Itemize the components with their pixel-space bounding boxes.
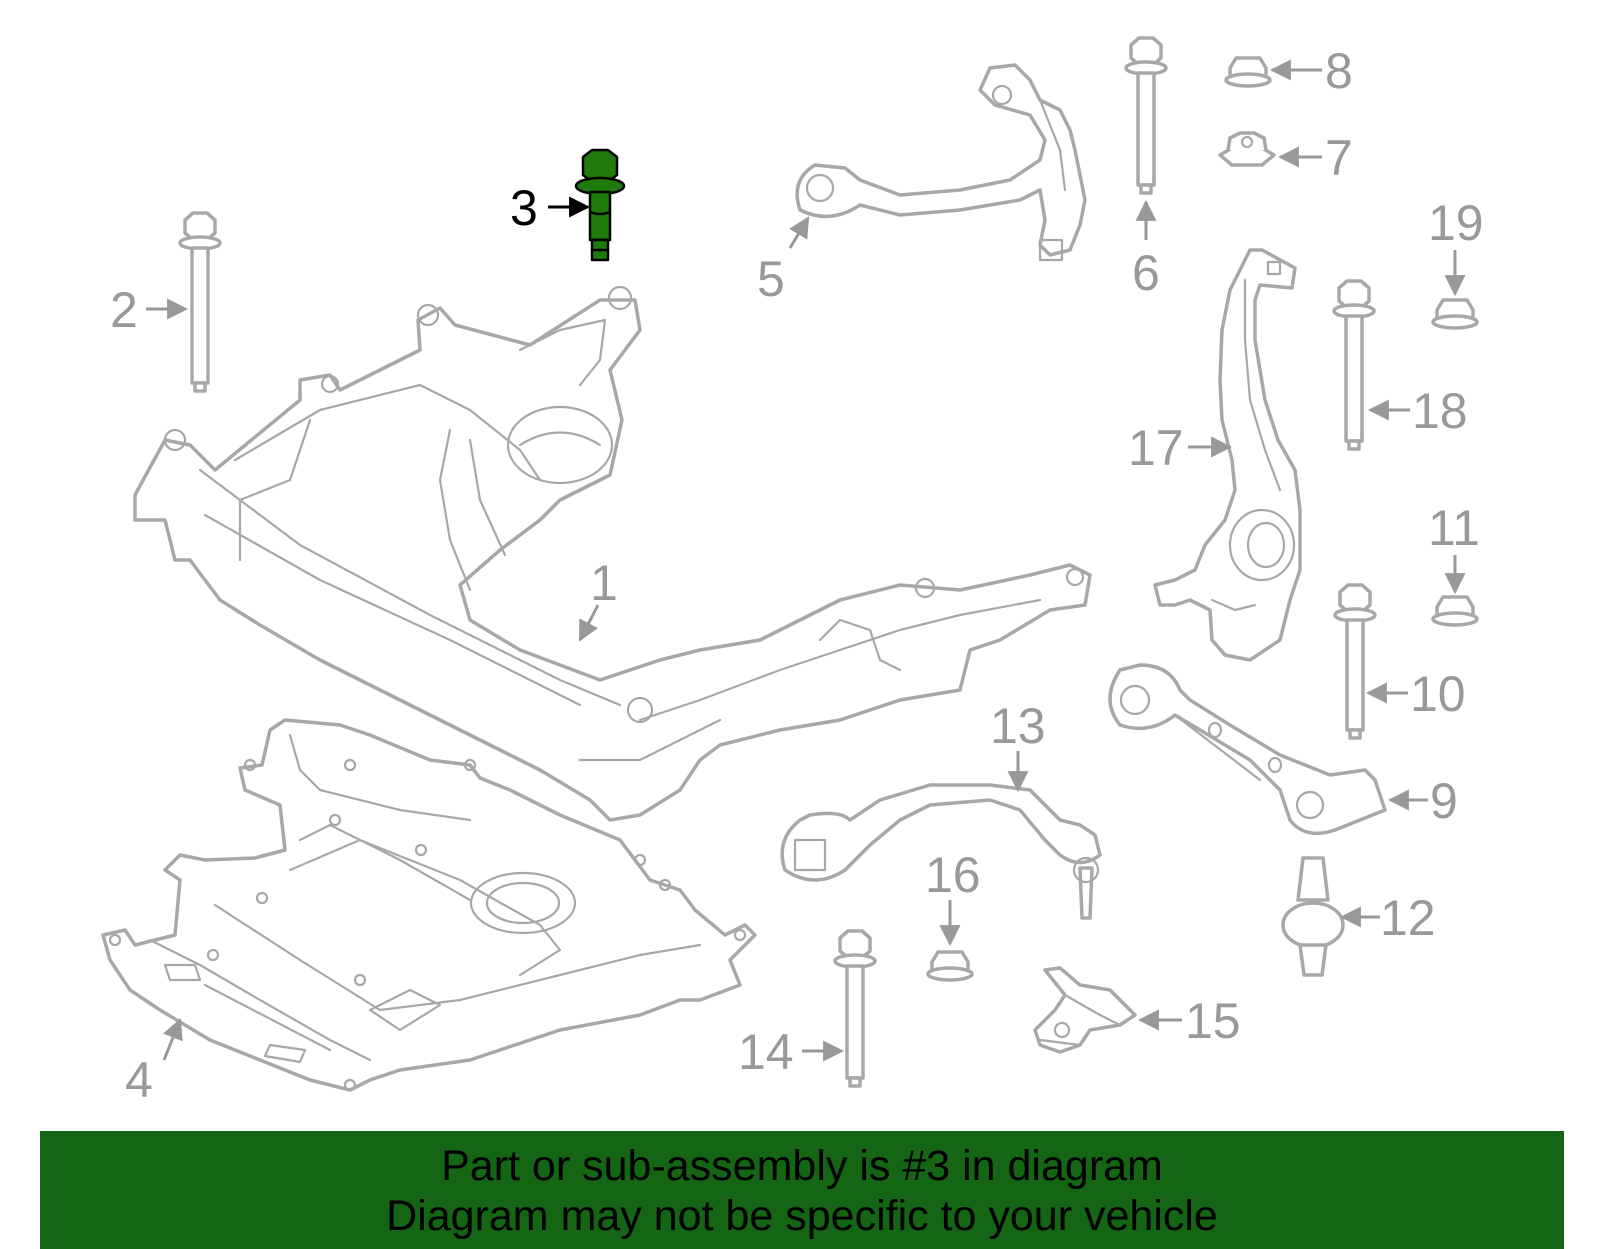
callout-6: 6 <box>1132 245 1160 301</box>
callout-4: 4 <box>125 1052 153 1108</box>
banner-line-2: Diagram may not be specific to your vehi… <box>386 1192 1218 1240</box>
part-15-bracket <box>1033 966 1137 1054</box>
callout-10: 10 <box>1410 666 1466 722</box>
leader-1 <box>578 604 600 642</box>
info-banner: Part or sub-assembly is #3 in diagram Di… <box>40 1131 1564 1249</box>
part-12-ball-joint <box>1281 856 1345 977</box>
part-10-bolt <box>1333 583 1377 740</box>
part-2-bolt <box>178 211 222 393</box>
callout-13: 13 <box>990 698 1046 754</box>
callout-3: 3 <box>510 180 538 236</box>
callout-9: 9 <box>1430 773 1458 829</box>
leader-4 <box>162 1018 183 1061</box>
part-19-nut <box>1431 298 1479 330</box>
part-13-lower-link <box>780 783 1102 920</box>
callout-16: 16 <box>925 847 981 903</box>
callout-7: 7 <box>1325 130 1353 186</box>
callout-17: 17 <box>1128 420 1184 476</box>
part-14-bolt <box>833 929 877 1088</box>
callout-19: 19 <box>1428 195 1484 251</box>
part-7-nut <box>1218 131 1276 167</box>
part-9-lower-control-arm <box>1108 663 1387 836</box>
callout-11: 11 <box>1428 500 1480 556</box>
part-11-nut <box>1431 595 1479 627</box>
callout-labels: 1 2 3 4 5 6 7 8 9 10 11 12 13 14 15 16 1… <box>110 43 1484 1108</box>
part-6-bolt <box>1124 36 1168 195</box>
part-3-bolt-highlighted <box>574 148 626 262</box>
callout-5: 5 <box>757 251 785 307</box>
callout-15: 15 <box>1185 993 1241 1049</box>
part-18-bolt <box>1332 279 1376 451</box>
callout-18: 18 <box>1412 383 1468 439</box>
part-4-shield-plate <box>101 718 757 1092</box>
callout-1: 1 <box>590 555 618 611</box>
banner-line-1: Part or sub-assembly is #3 in diagram <box>441 1142 1163 1190</box>
callout-12: 12 <box>1380 890 1436 946</box>
part-5-upper-control-arm <box>795 63 1087 262</box>
part-1-subframe <box>133 285 1092 822</box>
leader-5 <box>788 216 810 249</box>
callout-14: 14 <box>738 1024 794 1080</box>
callout-8: 8 <box>1325 43 1353 99</box>
part-8-nut <box>1224 56 1272 88</box>
part-16-nut <box>926 950 974 982</box>
leader-lines <box>146 59 1466 1062</box>
callout-2: 2 <box>110 282 138 338</box>
part-17-steering-knuckle <box>1153 248 1302 662</box>
